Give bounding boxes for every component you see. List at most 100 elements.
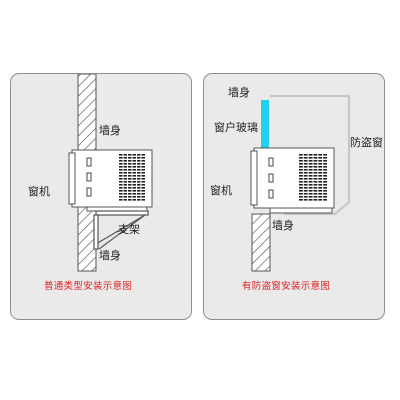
window-ac-unit: [68, 149, 153, 212]
grille-slat: [119, 181, 123, 183]
grille-slat: [141, 178, 145, 180]
grille-slat: [308, 157, 313, 159]
grille-slat: [132, 178, 136, 180]
grille-slat: [323, 160, 327, 162]
grille-slat: [137, 181, 141, 183]
panel-standard-install: 墙身 窗机 支架 墙身 普通类型安装示意图: [10, 73, 192, 320]
grille-slat: [303, 178, 308, 180]
grille-slat: [313, 178, 318, 180]
grille-slat: [303, 187, 308, 189]
grille-slat: [119, 172, 123, 174]
grille-slat: [123, 178, 127, 180]
grille-slat: [141, 166, 145, 168]
grille-slat: [128, 184, 132, 186]
grille-slat: [141, 187, 145, 189]
grille-slat: [119, 199, 123, 201]
grille-slat: [141, 175, 145, 177]
grille-slat: [128, 190, 132, 192]
standard-install-diagram: [68, 74, 153, 272]
grille-slat: [123, 157, 127, 159]
grille-slat: [308, 199, 313, 201]
grille-slat: [313, 166, 318, 168]
grille-slat: [128, 172, 132, 174]
grille-slat: [318, 178, 323, 180]
grille-slat: [123, 196, 127, 198]
grille-slat: [128, 160, 132, 162]
label-wall-top: 墙身: [99, 124, 121, 137]
grille-slat: [137, 172, 141, 174]
grille-slat: [123, 187, 127, 189]
grille-slat: [308, 187, 313, 189]
grille-slat: [123, 181, 127, 183]
grille-slat: [303, 172, 308, 174]
anti-theft-install-diagram: [250, 94, 351, 272]
grille-slat: [132, 196, 136, 198]
grille-slat: [132, 187, 136, 189]
vent-grille: [119, 154, 145, 201]
grille-slat: [299, 193, 303, 195]
grille-slat: [123, 193, 127, 195]
caption-anti-theft: 有防盗窗安装示意图: [242, 281, 331, 292]
grille-slat: [323, 172, 327, 174]
grille-slat: [323, 196, 327, 198]
grille-slat: [313, 160, 318, 162]
grille-slat: [313, 175, 318, 177]
grille-slat: [323, 178, 327, 180]
grille-slat: [119, 187, 123, 189]
panel-anti-theft-install: 墙身 窗户玻璃 防盗窗 窗机 墙身 有防盗窗安装示意图: [203, 73, 385, 320]
grille-slat: [299, 184, 303, 186]
grille-slat: [313, 157, 318, 159]
grille-slat: [141, 184, 145, 186]
grille-slat: [313, 163, 318, 165]
grille-slat: [141, 190, 145, 192]
grille-slat: [303, 184, 308, 186]
grille-slat: [313, 184, 318, 186]
side-vent-3: [86, 187, 92, 197]
grille-slat: [137, 163, 141, 165]
grille-slat: [132, 184, 136, 186]
grille-slat: [313, 169, 318, 171]
grille-slat: [303, 196, 308, 198]
grille-slat: [141, 160, 145, 162]
grille-slat: [137, 175, 141, 177]
grille-slat: [308, 190, 313, 192]
grille-slat: [128, 154, 132, 156]
grille-slat: [128, 163, 132, 165]
grille-slat: [313, 181, 318, 183]
grille-slat: [119, 196, 123, 198]
grille-slat: [123, 160, 127, 162]
grille-slat: [141, 172, 145, 174]
grille-slat: [323, 157, 327, 159]
grille-slat: [132, 181, 136, 183]
grille-slat: [123, 163, 127, 165]
grille-slat: [128, 187, 132, 189]
grille-slat: [119, 184, 123, 186]
side-vent-1: [86, 157, 92, 167]
grille-slat: [303, 163, 308, 165]
label-bracket: 支架: [118, 223, 140, 236]
grille-slat: [318, 166, 323, 168]
grille-slat: [123, 175, 127, 177]
grille-slat: [119, 178, 123, 180]
grille-slat: [141, 154, 145, 156]
grille-slat: [123, 169, 127, 171]
grille-slat: [318, 196, 323, 198]
grille-slat: [318, 187, 323, 189]
grille-slat: [323, 163, 327, 165]
grille-slat: [323, 175, 327, 177]
grille-slat: [323, 199, 327, 201]
grille-slat: [119, 154, 123, 156]
grille-slat: [318, 154, 323, 156]
grille-slat: [132, 160, 136, 162]
grille-slat: [299, 190, 303, 192]
grille-slat: [299, 199, 303, 201]
bracket-leader: [115, 229, 125, 233]
grille-slat: [313, 193, 318, 195]
wall-lower: [77, 206, 97, 272]
grille-slat: [137, 157, 141, 159]
grille-slat: [318, 169, 323, 171]
label-wall-top: 墙身: [228, 86, 250, 99]
label-unit: 窗机: [28, 185, 50, 198]
grille-slat: [318, 184, 323, 186]
support-bracket: [93, 210, 149, 250]
